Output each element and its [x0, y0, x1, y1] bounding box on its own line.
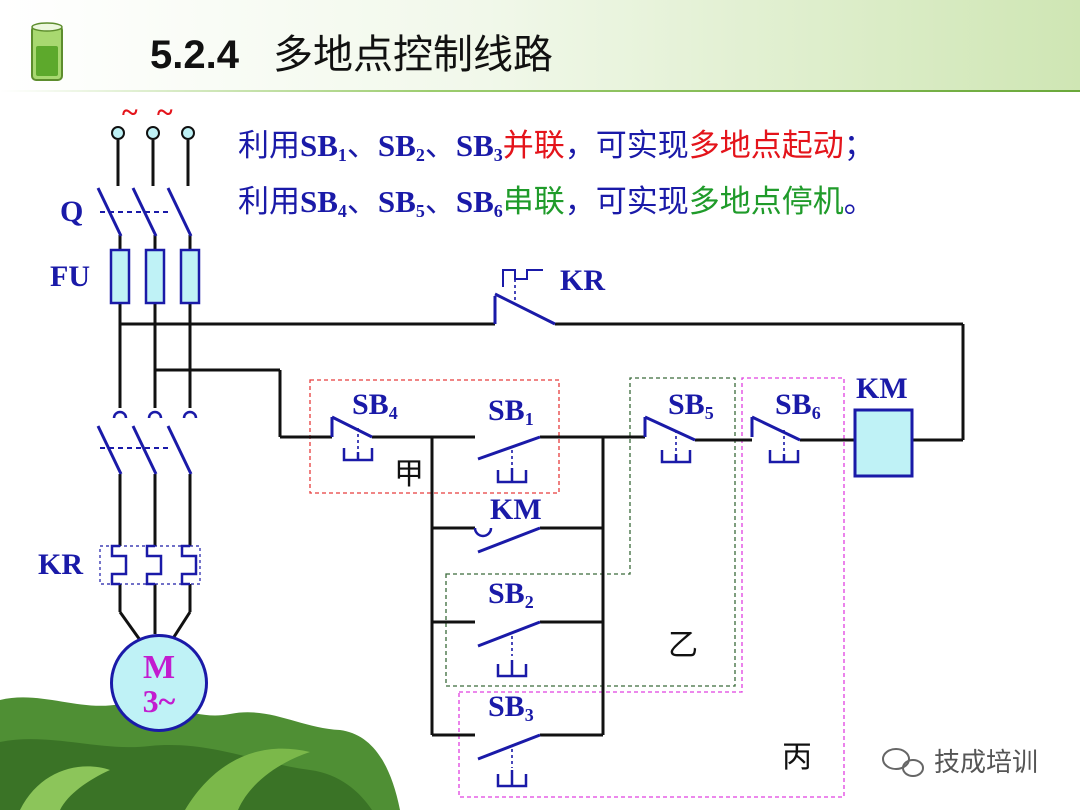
desc2-middle: ，可实现	[564, 184, 689, 220]
ac-symbol-2: ~	[157, 96, 173, 129]
motor: M 3~	[110, 634, 208, 732]
desc2-sb4-sub: 4	[337, 201, 347, 221]
thermal-relay-elements	[99, 544, 201, 586]
desc2-sb6: SB	[455, 184, 494, 219]
desc2-sb5-sub: 5	[415, 201, 425, 221]
button-sb5	[643, 415, 696, 464]
desc2-keyword-series: 串联	[502, 184, 565, 220]
km-coil-label: KM	[856, 372, 908, 405]
sb2-label-sub: 2	[524, 592, 534, 612]
section-title: 多地点控制线路	[272, 32, 553, 78]
button-sb4	[330, 415, 374, 462]
zone-box-c	[458, 377, 845, 798]
desc1-keyword-parallel: 并联	[502, 128, 565, 164]
sb6-label-base: SB	[775, 388, 812, 421]
switch-q	[96, 187, 193, 237]
power-circuit	[116, 140, 192, 641]
control-wiring	[120, 322, 965, 737]
relay-kr-contact	[493, 269, 556, 326]
sb6-label-sub: 6	[811, 403, 821, 423]
desc2-sep1: 、	[346, 184, 378, 220]
desc1-sep1: 、	[346, 128, 378, 164]
sb5-label-base: SB	[668, 388, 705, 421]
sb4-label: SB4	[352, 388, 398, 424]
desc1-sb1-sub: 1	[337, 145, 347, 165]
zone-box-b	[445, 377, 736, 687]
desc1-end: ；	[843, 128, 875, 164]
sb3-label-base: SB	[488, 690, 525, 723]
sb4-label-sub: 4	[388, 403, 398, 423]
relay-kr-contact-label: KR	[560, 264, 605, 297]
ac-symbol-1: ~	[122, 96, 138, 129]
fuse-label: FU	[50, 260, 90, 293]
desc1-keyword-multistart: 多地点起动	[688, 128, 844, 164]
sb1-label-base: SB	[488, 394, 525, 427]
sb2-label: SB2	[488, 577, 534, 613]
desc1-middle: ，可实现	[564, 128, 689, 164]
desc1-sb2-sub: 2	[415, 145, 425, 165]
coil-km	[853, 408, 914, 478]
fuses	[109, 248, 201, 305]
button-sb1	[477, 435, 541, 484]
sb1-label-sub: 1	[524, 409, 534, 429]
motor-letter: M	[142, 649, 176, 686]
button-sb6	[750, 415, 801, 464]
desc2-end: 。	[843, 184, 875, 220]
zone-label-a: 甲	[394, 457, 424, 492]
sb1-label: SB1	[488, 394, 534, 430]
desc1-sep2: 、	[424, 128, 456, 164]
zone-label-b: 乙	[668, 628, 698, 663]
sb5-label: SB5	[668, 388, 714, 424]
button-sb3	[477, 733, 541, 788]
desc1-sb3: SB	[455, 128, 494, 163]
motor-phase: 3~	[142, 683, 176, 719]
header-divider	[0, 90, 1080, 92]
desc2-sep2: 、	[424, 184, 456, 220]
terminal-circles	[111, 126, 195, 140]
relay-kr-power-label: KR	[38, 548, 83, 581]
watermark-icon	[882, 748, 924, 777]
section-number: 5.2.4	[150, 33, 239, 77]
contactor-main-contacts	[96, 410, 198, 475]
page-title: 5.2.4 多地点控制线路	[150, 22, 553, 80]
desc2-sb5: SB	[377, 184, 416, 219]
description-line-1: 利用SB1、SB2、SB3并联，可实现多地点起动；	[238, 120, 875, 166]
button-sb2	[477, 620, 541, 678]
desc1-prefix: 利用	[238, 128, 300, 164]
sb4-label-base: SB	[352, 388, 389, 421]
header-band	[0, 0, 1080, 92]
desc1-sb1: SB	[300, 128, 338, 163]
bottom-leaves	[0, 697, 400, 810]
desc1-sb3-sub: 3	[493, 145, 503, 165]
desc2-sb6-sub: 6	[493, 201, 503, 221]
sb2-label-base: SB	[488, 577, 525, 610]
km-contact-label: KM	[490, 493, 542, 526]
desc2-sb4: SB	[300, 184, 338, 219]
contact-km-aux	[473, 526, 541, 554]
sb5-label-sub: 5	[704, 403, 714, 423]
sb3-label-sub: 3	[524, 705, 534, 725]
sb3-label: SB3	[488, 690, 534, 726]
description-line-2: 利用SB4、SB5、SB6串联，可实现多地点停机。	[238, 176, 875, 222]
tea-cup-icon	[31, 22, 63, 81]
switch-q-label: Q	[60, 195, 84, 228]
sb6-label: SB6	[775, 388, 821, 424]
zone-label-c: 丙	[782, 740, 812, 775]
desc2-prefix: 利用	[238, 184, 300, 220]
desc2-keyword-multistop: 多地点停机	[688, 184, 844, 220]
watermark-text: 技成培训	[934, 748, 1039, 778]
desc1-sb2: SB	[377, 128, 416, 163]
